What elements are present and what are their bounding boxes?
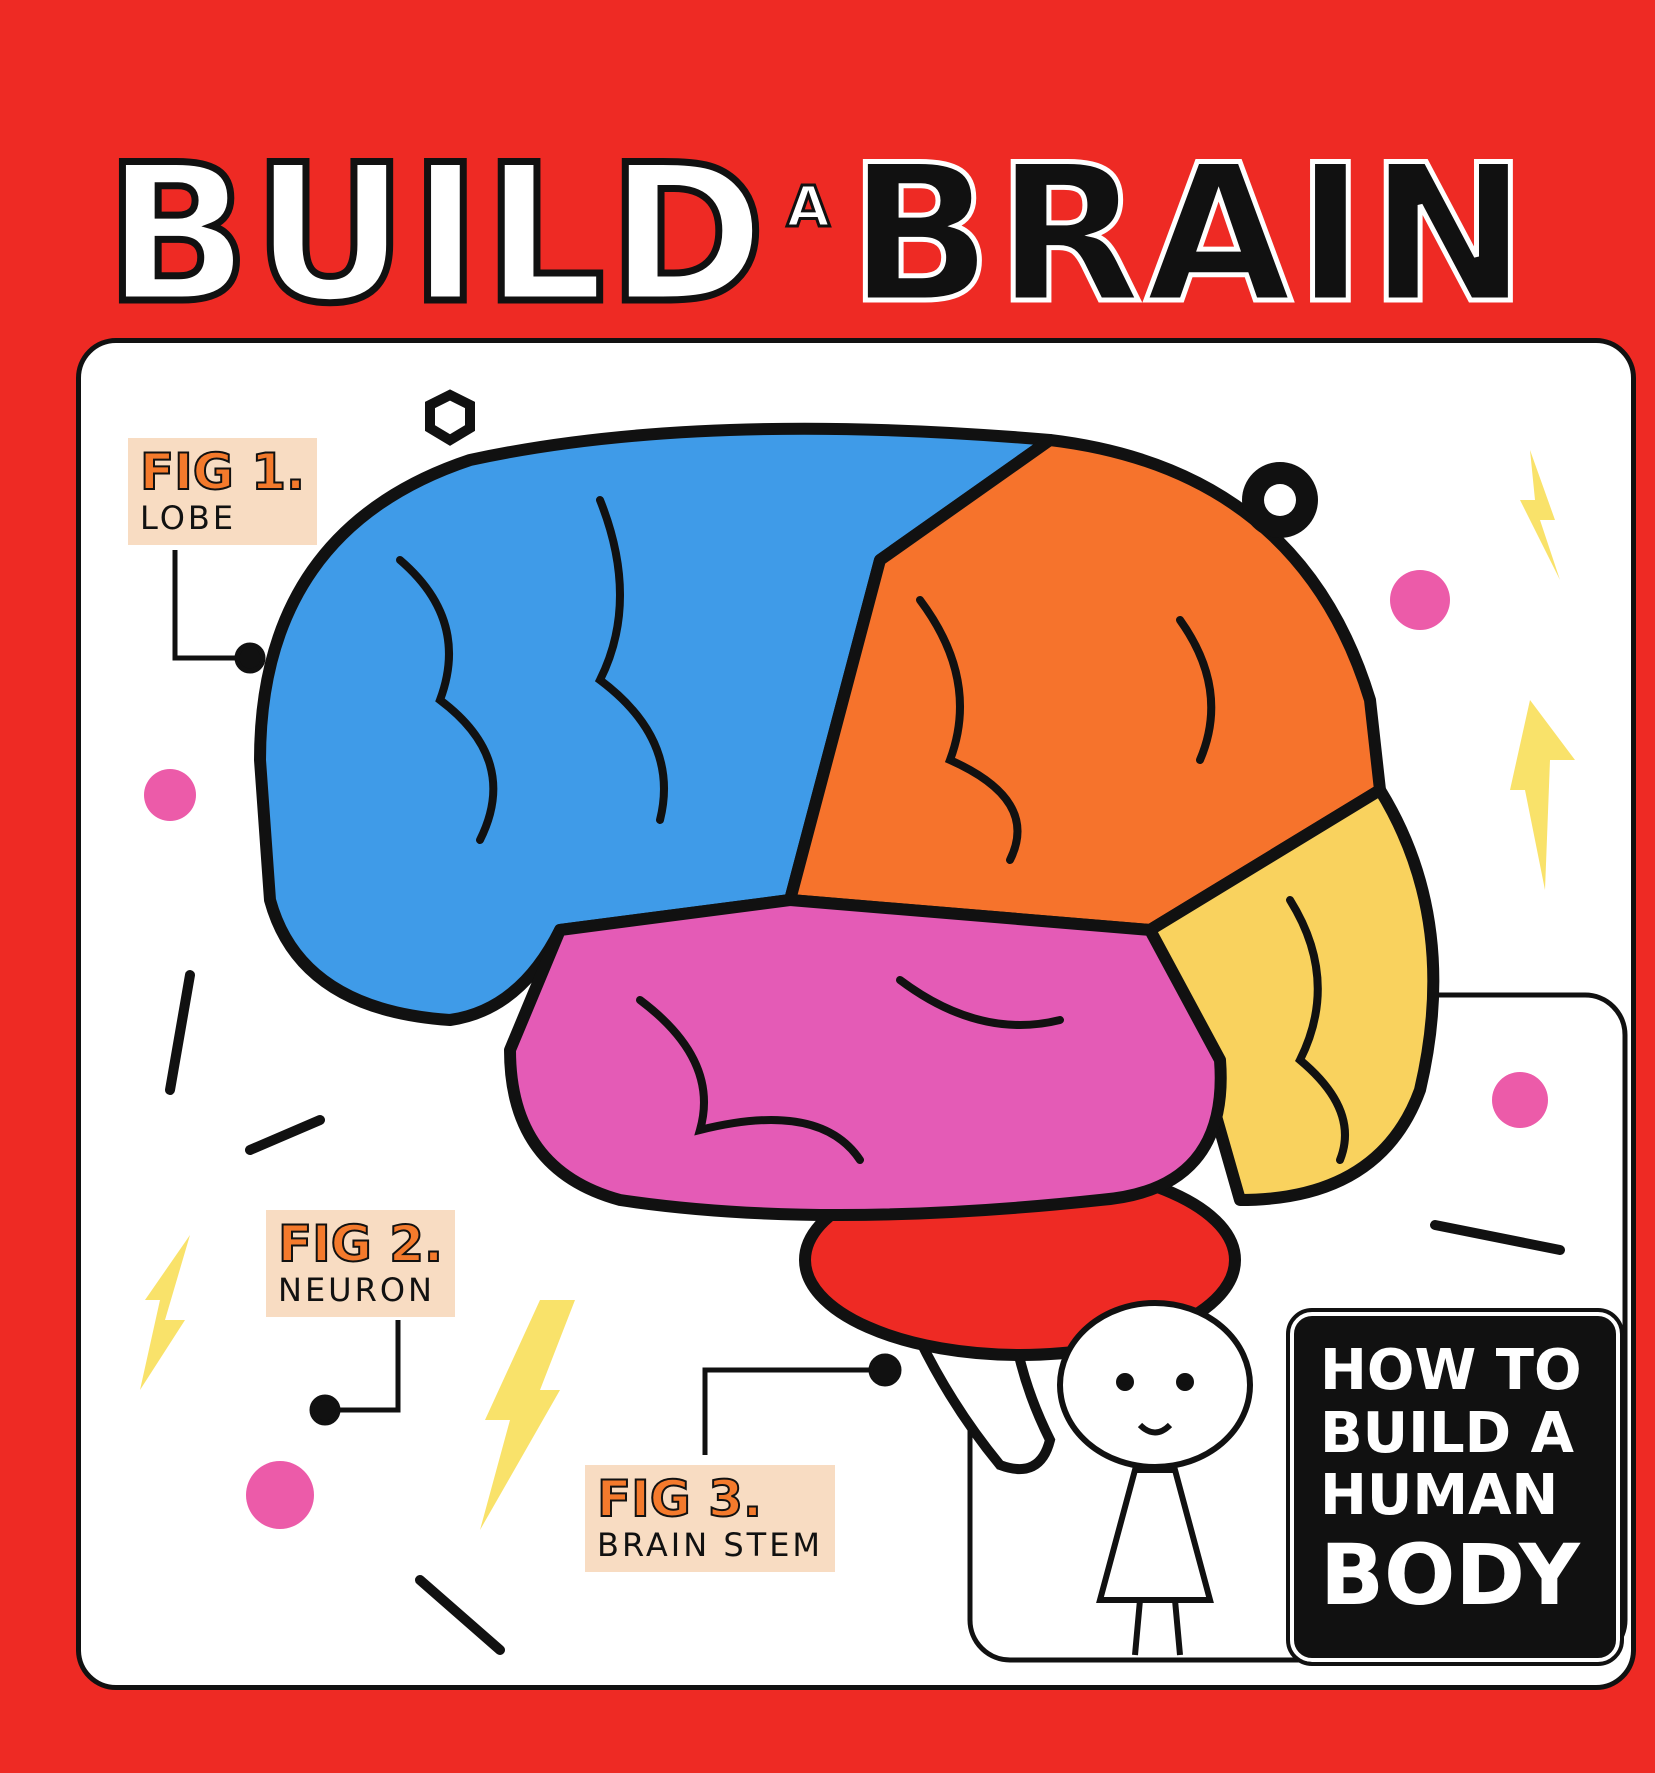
- book-title: BUILD A BRAIN: [102, 90, 1635, 345]
- character: [1057, 1300, 1253, 1656]
- title-brain: BRAIN: [845, 124, 1531, 345]
- fig-caption: BRAIN STEM: [597, 1525, 824, 1564]
- badge-line: HOW TO: [1320, 1338, 1582, 1403]
- title-build: BUILD: [102, 124, 770, 345]
- fig-number: FIG 3.: [596, 1470, 763, 1528]
- fig-number: FIG 1.: [139, 443, 306, 501]
- gear-icon: [1242, 462, 1318, 538]
- fig-caption: LOBE: [140, 498, 237, 537]
- parietal-lobe: [784, 434, 1386, 936]
- badge-line: BUILD A: [1320, 1400, 1574, 1466]
- connector-lines: [172, 550, 902, 1455]
- badge-line: BODY: [1320, 1526, 1580, 1625]
- fig-2-label: FIG 2. NEURON: [266, 1210, 455, 1317]
- brain: [254, 422, 1440, 1221]
- fig-number: FIG 2.: [277, 1215, 444, 1273]
- brain-folds: [396, 496, 1349, 1164]
- lightning-icons: [140, 450, 1575, 1530]
- title-a: A: [785, 174, 831, 242]
- hex-nut-icon: [425, 389, 475, 446]
- temporal-lobe: [504, 894, 1227, 1221]
- fig-1-label: FIG 1. LOBE: [128, 438, 317, 545]
- badge-line: HUMAN: [1320, 1463, 1559, 1529]
- tool-icons: [165, 970, 1565, 1655]
- frontal-lobe: [254, 422, 1056, 1026]
- fig-caption: NEURON: [278, 1270, 435, 1309]
- series-badge: HOW TO BUILD A HUMAN BODY: [1286, 1308, 1624, 1666]
- neuron-icons: [144, 570, 1548, 1529]
- fig-3-label: FIG 3. BRAIN STEM: [585, 1465, 836, 1572]
